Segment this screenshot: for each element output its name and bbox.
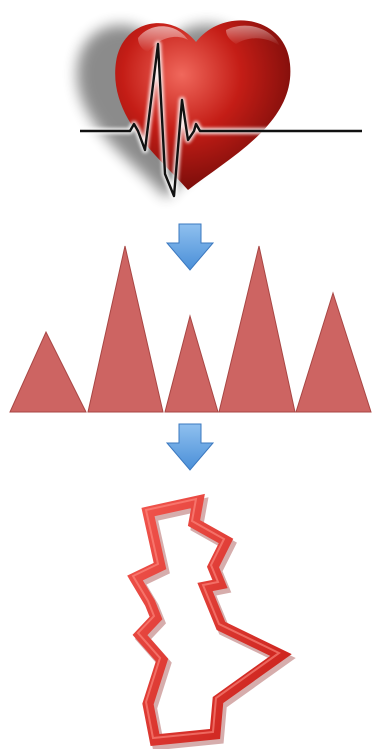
jagged-outline bbox=[127, 493, 296, 749]
triangle-peak-3 bbox=[164, 314, 219, 413]
heart-highlight bbox=[138, 26, 188, 52]
triangle-peak-2 bbox=[87, 245, 164, 413]
jagged-outline-icon bbox=[127, 493, 292, 746]
arrow-down-icon-2 bbox=[165, 423, 215, 471]
triangle-peaks bbox=[9, 245, 372, 413]
arrow-down-icon bbox=[165, 223, 215, 271]
heart-ecg-illustration bbox=[77, 20, 362, 199]
triangle-peak-1 bbox=[9, 330, 87, 413]
jagged-outline-highlight bbox=[131, 497, 281, 740]
heart-highlight-right bbox=[226, 25, 280, 46]
ecg-trace-line bbox=[80, 42, 362, 198]
triangle-peak-5 bbox=[295, 291, 372, 413]
triangle-peak-4 bbox=[218, 245, 296, 413]
